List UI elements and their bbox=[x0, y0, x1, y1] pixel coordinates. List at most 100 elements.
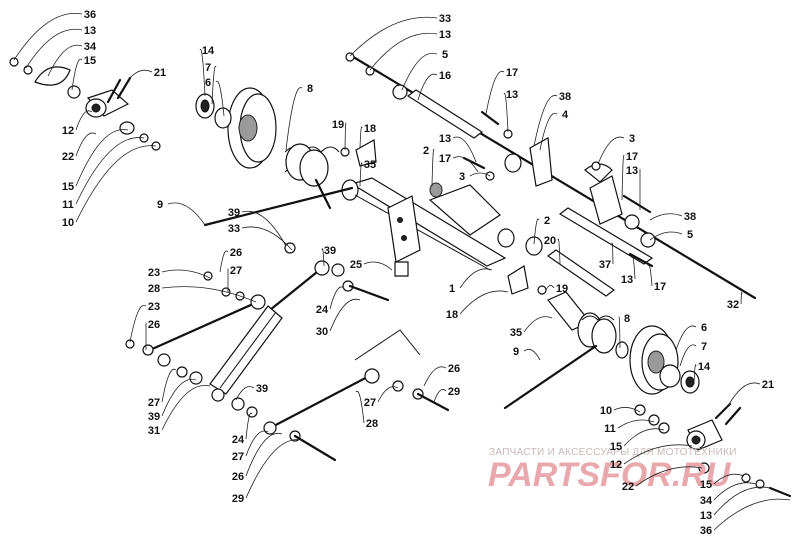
callout-9: 9 bbox=[157, 199, 206, 226]
link-rod-28-lower-part bbox=[268, 371, 377, 430]
callout-39: 39 bbox=[321, 245, 336, 267]
leader-line bbox=[199, 49, 206, 97]
leader-line bbox=[618, 316, 621, 349]
leader-line bbox=[363, 261, 393, 271]
callout-number: 35 bbox=[510, 327, 522, 339]
callout-36: 36 bbox=[13, 9, 96, 61]
callout-39: 39 bbox=[235, 383, 268, 401]
leader-line bbox=[423, 366, 447, 387]
leader-line bbox=[235, 386, 255, 401]
leader-line bbox=[613, 407, 641, 413]
leader-line bbox=[75, 132, 97, 157]
callout-number: 3 bbox=[629, 133, 635, 145]
callout-number: 39 bbox=[148, 411, 160, 423]
callout-26: 26 bbox=[232, 432, 283, 483]
leader-line bbox=[459, 268, 493, 289]
leader-line bbox=[597, 136, 625, 165]
callout-number: 13 bbox=[700, 510, 712, 522]
watermark-caption: ЗАПЧАСТИ И АКСЕССУАРЫ ДЛЯ МОТОТЕХНИКИ bbox=[489, 447, 737, 458]
leader-line bbox=[127, 69, 153, 81]
callout-34: 34 bbox=[700, 482, 757, 507]
callout-34: 34 bbox=[47, 41, 97, 77]
callout-13: 13 bbox=[25, 25, 96, 69]
leader-line bbox=[321, 248, 325, 267]
callout-15: 15 bbox=[71, 55, 96, 91]
callout-36: 36 bbox=[700, 498, 791, 537]
watermark-logo: PARTSFOR.RU bbox=[488, 456, 732, 494]
leader-line bbox=[523, 348, 541, 361]
callout-26: 26 bbox=[145, 319, 160, 350]
leader-line bbox=[469, 172, 491, 177]
callout-26: 26 bbox=[219, 247, 242, 273]
callout-number: 15 bbox=[84, 55, 96, 67]
pivot-28-lower-part bbox=[364, 368, 380, 384]
callout-number: 27 bbox=[148, 397, 160, 409]
callout-number: 5 bbox=[442, 49, 448, 61]
shaft-20-part bbox=[546, 249, 616, 297]
callout-number: 12 bbox=[610, 459, 622, 471]
leader-line bbox=[727, 382, 761, 407]
callout-number: 26 bbox=[448, 363, 460, 375]
callout-number: 26 bbox=[148, 319, 160, 331]
callout-number: 15 bbox=[700, 479, 712, 491]
callout-number: 26 bbox=[232, 471, 244, 483]
leader-line bbox=[211, 65, 217, 105]
main-shaft-part bbox=[341, 177, 507, 271]
callout-1: 1 bbox=[449, 268, 493, 295]
callout-33: 33 bbox=[349, 13, 451, 57]
callout-8: 8 bbox=[285, 83, 313, 151]
callout-12: 12 bbox=[610, 444, 693, 471]
callout-18: 18 bbox=[359, 123, 376, 149]
callout-23: 23 bbox=[129, 301, 160, 343]
leader-line bbox=[13, 12, 83, 61]
leader-line bbox=[369, 32, 438, 71]
idler-wheel-right-part bbox=[629, 325, 700, 395]
washer-19-lower-part bbox=[537, 285, 547, 295]
leader-line bbox=[545, 285, 555, 291]
callout-39: 39 bbox=[228, 207, 287, 247]
callout-24: 24 bbox=[232, 412, 253, 446]
leader-line bbox=[245, 439, 303, 499]
leader-line bbox=[713, 473, 745, 485]
leader-line bbox=[245, 430, 269, 457]
callout-number: 29 bbox=[448, 386, 460, 398]
callout-number: 6 bbox=[205, 77, 211, 89]
callout-10: 10 bbox=[62, 145, 157, 229]
leader-line bbox=[740, 291, 743, 305]
callout-number: 39 bbox=[256, 383, 268, 395]
rear-shaft-part bbox=[348, 53, 757, 300]
callout-27: 27 bbox=[227, 265, 242, 292]
leader-line bbox=[539, 112, 558, 151]
callout-number: 1 bbox=[449, 283, 455, 295]
callout-29: 29 bbox=[433, 386, 460, 403]
callout-17: 17 bbox=[647, 264, 666, 293]
leader-line bbox=[503, 92, 509, 133]
bearing-housing-right-part bbox=[634, 402, 742, 474]
leader-line bbox=[433, 389, 447, 403]
callout-number: 35 bbox=[364, 159, 376, 171]
leader-line bbox=[452, 136, 477, 163]
callout-17: 17 bbox=[439, 153, 479, 173]
callout-number: 17 bbox=[626, 151, 638, 163]
callout-number: 28 bbox=[148, 283, 160, 295]
callout-number: 39 bbox=[324, 245, 336, 257]
torsion-spring-right-part bbox=[577, 312, 629, 359]
callout-38: 38 bbox=[649, 211, 696, 223]
callout-13: 13 bbox=[369, 29, 451, 71]
leader-line bbox=[75, 137, 145, 205]
leader-line bbox=[377, 386, 399, 403]
callout-number: 8 bbox=[624, 313, 630, 325]
callout-number: 38 bbox=[559, 91, 571, 103]
callout-number: 24 bbox=[232, 434, 245, 446]
leader-line bbox=[713, 486, 771, 516]
callout-number: 21 bbox=[762, 379, 774, 391]
leader-line bbox=[241, 226, 293, 251]
callout-number: 15 bbox=[610, 441, 622, 453]
shaft-16-part bbox=[406, 89, 484, 139]
callout-number: 27 bbox=[230, 265, 242, 277]
callout-number: 22 bbox=[62, 151, 74, 163]
frame-line-part bbox=[354, 329, 421, 361]
callout-4: 4 bbox=[539, 109, 569, 151]
